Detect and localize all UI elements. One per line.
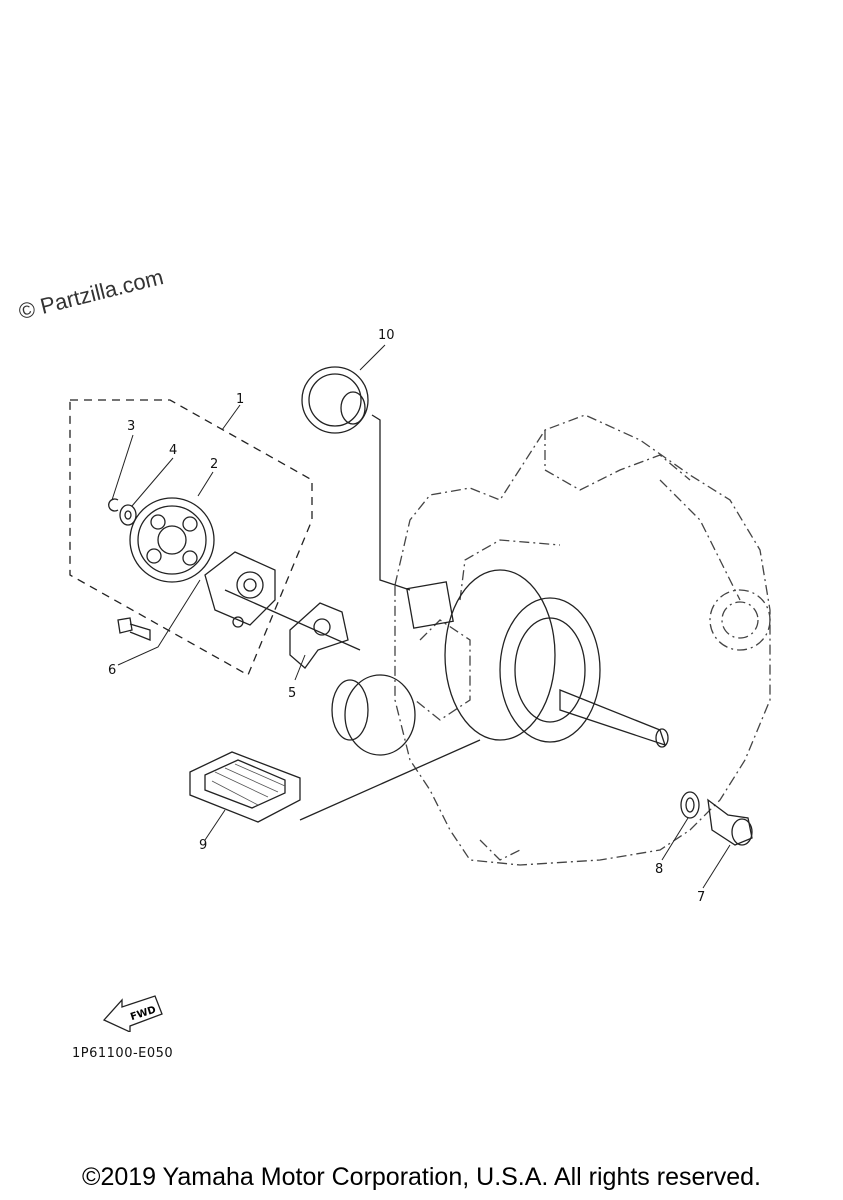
callout-9: 9 <box>199 838 208 853</box>
forward-arrow-icon: FWD <box>102 995 163 1032</box>
callout-1: 1 <box>236 392 245 407</box>
strainer-part-9 <box>189 739 481 823</box>
leader-lines <box>111 344 731 889</box>
diagram-code: 1P61100-E050 <box>72 1046 174 1061</box>
crankcase-outline <box>394 414 771 866</box>
callout-5: 5 <box>288 686 297 701</box>
pump-gear-part-2 <box>129 497 215 583</box>
drain-washer-part-8 <box>680 791 700 819</box>
callout-3: 3 <box>127 419 136 434</box>
circlip-part-3 <box>108 498 119 512</box>
crankshaft-assembly <box>331 569 669 756</box>
callout-8: 8 <box>655 862 664 877</box>
callout-10: 10 <box>378 328 395 343</box>
crank-gear-part-10 <box>301 366 411 591</box>
callout-2: 2 <box>210 457 219 472</box>
drain-plug-part-7 <box>707 798 753 846</box>
gasket-part-5 <box>289 602 349 669</box>
callout-7: 7 <box>697 890 706 905</box>
copyright-notice: ©2019 Yamaha Motor Corporation, U.S.A. A… <box>82 1163 761 1191</box>
callout-4: 4 <box>169 443 178 458</box>
bolt-part-6 <box>117 617 151 641</box>
oil-pump-body <box>204 551 361 651</box>
washer-part-4 <box>119 504 137 526</box>
callout-6: 6 <box>108 663 117 678</box>
kit-boundary-part-1 <box>69 399 313 676</box>
